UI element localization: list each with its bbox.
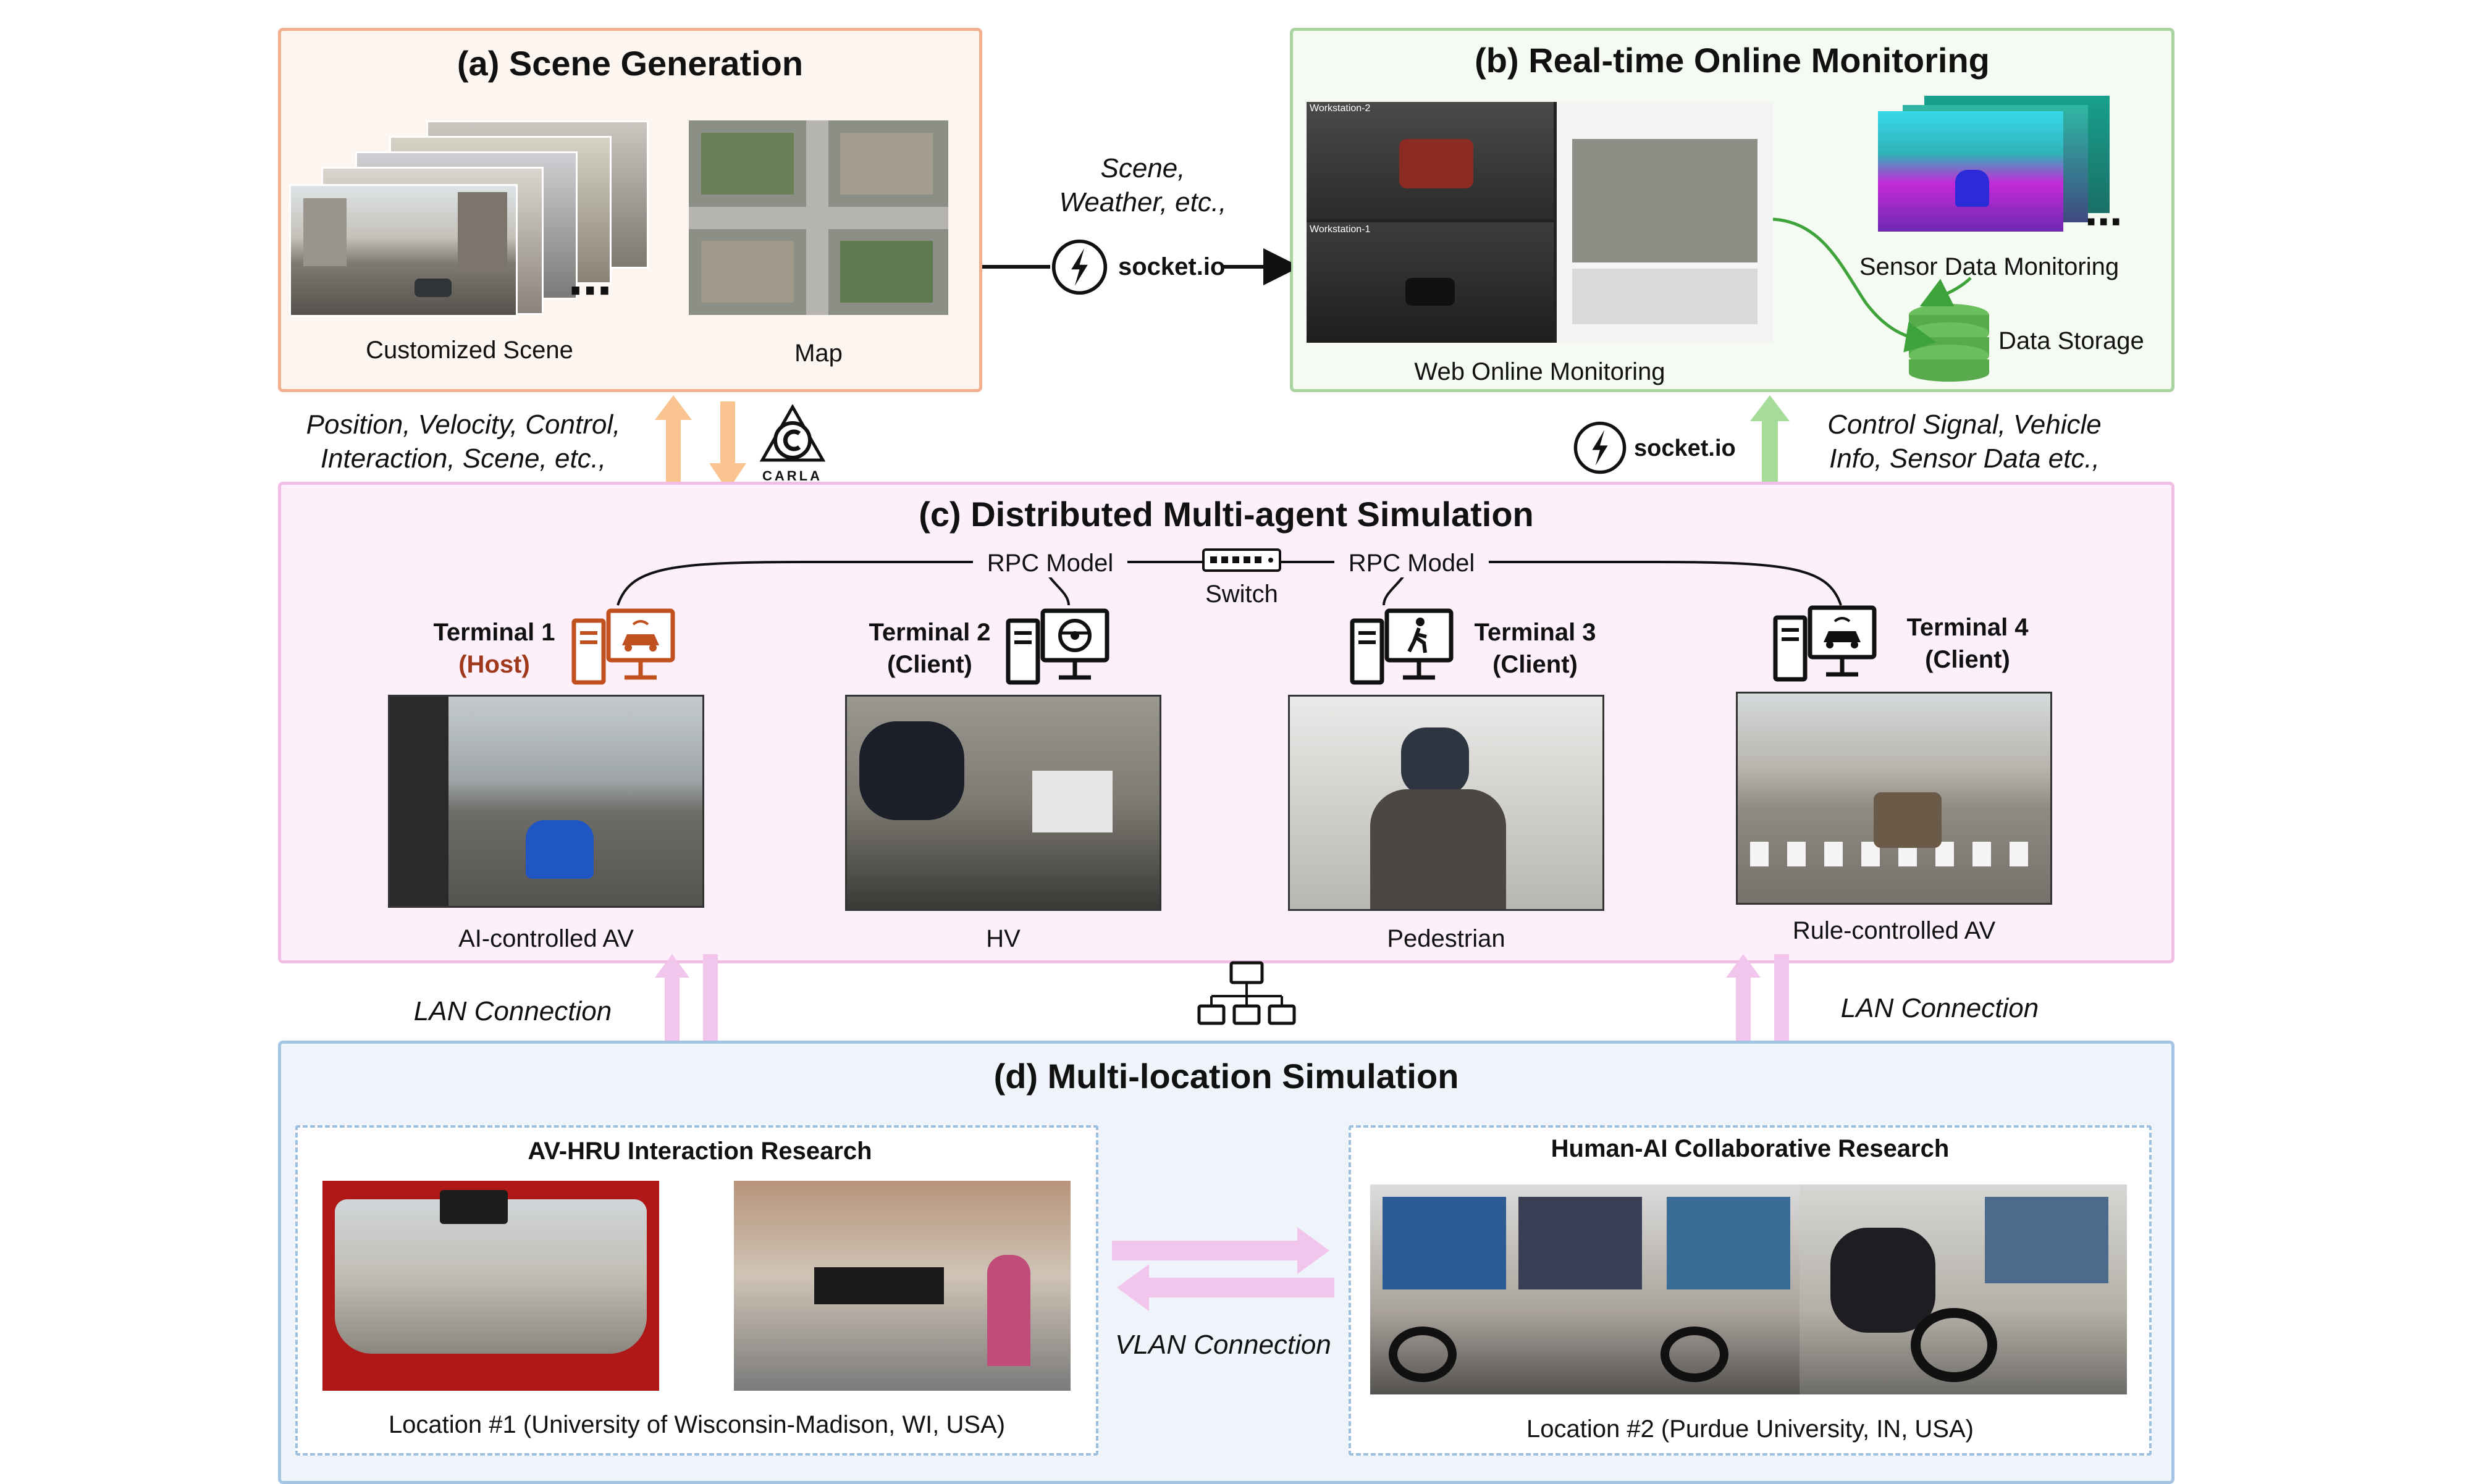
- scene-ellipsis: ⋯: [568, 267, 612, 315]
- socket-io-icon: [1051, 239, 1108, 295]
- socket-io-label-2: socket.io: [1634, 435, 1736, 461]
- terminal-4-image: [1736, 692, 2052, 905]
- rpc-model-left: RPC Model: [973, 550, 1127, 577]
- link-ab-label-1: Scene,: [1100, 153, 1185, 183]
- terminal-2-name: Terminal 2: [869, 619, 991, 646]
- sensor-image-front: [1878, 111, 2063, 232]
- network-topology-icon: [1197, 961, 1296, 1025]
- terminal-1-computer-icon: [571, 608, 675, 685]
- terminal-2-role: (Client): [887, 651, 972, 678]
- terminal-3-role: (Client): [1492, 651, 1578, 678]
- online-monitoring-title: (b) Real-time Online Monitoring: [1475, 41, 1990, 80]
- sensor-data-caption: Sensor Data Monitoring: [1859, 253, 2120, 280]
- location-2-title: Human-AI Collaborative Research: [1551, 1135, 1950, 1162]
- sensor-ellipsis: ⋯: [2085, 201, 2122, 243]
- terminal-1-name: Terminal 1: [433, 619, 555, 646]
- link-bc-arrow: [1750, 395, 1790, 488]
- lan-connection-left: LAN Connection: [413, 996, 612, 1026]
- carla-label: CARLA: [762, 468, 822, 484]
- lan-connection-right: LAN Connection: [1840, 993, 2039, 1023]
- vlan-connection-label: VLAN Connection: [1115, 1330, 1331, 1360]
- data-storage-caption: Data Storage: [1998, 327, 2144, 354]
- switch-label: Switch: [1205, 581, 1278, 608]
- terminal-2-caption: HV: [986, 925, 1021, 952]
- terminal-1-image: [388, 695, 704, 908]
- location-1-title: AV-HRU Interaction Research: [528, 1138, 872, 1165]
- link-ab-label-2: Weather, etc.,: [1059, 187, 1227, 217]
- location-2-image-workstations: [1370, 1184, 1806, 1394]
- rpc-model-right: RPC Model: [1334, 550, 1489, 577]
- terminal-2-label: Terminal 2 (Client): [852, 616, 1007, 681]
- web-monitoring-caption: Web Online Monitoring: [1414, 358, 1665, 385]
- terminal-4-name: Terminal 4: [1906, 614, 2029, 641]
- terminal-3-computer-icon: [1350, 608, 1454, 685]
- vlan-arrows: [1112, 1227, 1334, 1311]
- workstation-1-label: Workstation-1: [1310, 224, 1371, 235]
- multi-agent-simulation-title: (c) Distributed Multi-agent Simulation: [919, 495, 1534, 534]
- storage-arrows: [1773, 217, 1972, 353]
- multi-location-title: (d) Multi-location Simulation: [993, 1057, 1459, 1096]
- web-monitoring-screenshot: Workstation-2 Workstation-1: [1307, 102, 1773, 343]
- customized-scene-caption: Customized Scene: [366, 337, 573, 364]
- terminal-3-label: Terminal 3 (Client): [1458, 616, 1612, 681]
- terminal-1-caption: AI-controlled AV: [458, 925, 634, 952]
- map-image: [689, 120, 948, 315]
- terminal-3-caption: Pedestrian: [1387, 925, 1505, 952]
- terminal-3-image: [1288, 695, 1604, 911]
- workstation-2-label: Workstation-2: [1310, 103, 1371, 114]
- terminal-3-name: Terminal 3: [1474, 619, 1596, 646]
- terminal-2-computer-icon: [1006, 608, 1109, 685]
- terminal-4-computer-icon: [1773, 605, 1877, 682]
- location-1-image-simulator: [322, 1181, 659, 1391]
- terminal-4-role: (Client): [1925, 646, 2010, 673]
- switch-icon: [1202, 548, 1281, 572]
- link-ac-label-1: Position, Velocity, Control,: [306, 409, 621, 440]
- map-caption: Map: [794, 340, 843, 367]
- terminal-1-role: (Host): [458, 651, 530, 678]
- terminal-4-label: Terminal 4 (Client): [1890, 611, 2045, 676]
- terminal-1-label: Terminal 1 (Host): [420, 616, 568, 681]
- location-1-image-lab: [734, 1181, 1071, 1391]
- link-bc-label-2: Info, Sensor Data etc.,: [1829, 443, 2100, 474]
- location-1-caption: Location #1 (University of Wisconsin-Mad…: [388, 1411, 1006, 1438]
- location-2-image-driver: [1800, 1184, 2127, 1394]
- location-2-caption: Location #2 (Purdue University, IN, USA): [1526, 1415, 1974, 1443]
- link-bc-label-1: Control Signal, Vehicle: [1827, 409, 2102, 440]
- scene-generation-title: (a) Scene Generation: [457, 44, 804, 83]
- terminal-2-image: [845, 695, 1161, 911]
- socket-io-label: socket.io: [1118, 253, 1226, 280]
- socket-io-icon-2: [1573, 421, 1627, 474]
- customized-scene-image: [289, 184, 518, 317]
- carla-icon: [759, 405, 826, 462]
- terminal-4-caption: Rule-controlled AV: [1792, 917, 1996, 944]
- link-ab-arrow: [982, 248, 1291, 285]
- link-ac-label-2: Interaction, Scene, etc.,: [320, 443, 607, 474]
- link-ac-arrows: [655, 395, 746, 491]
